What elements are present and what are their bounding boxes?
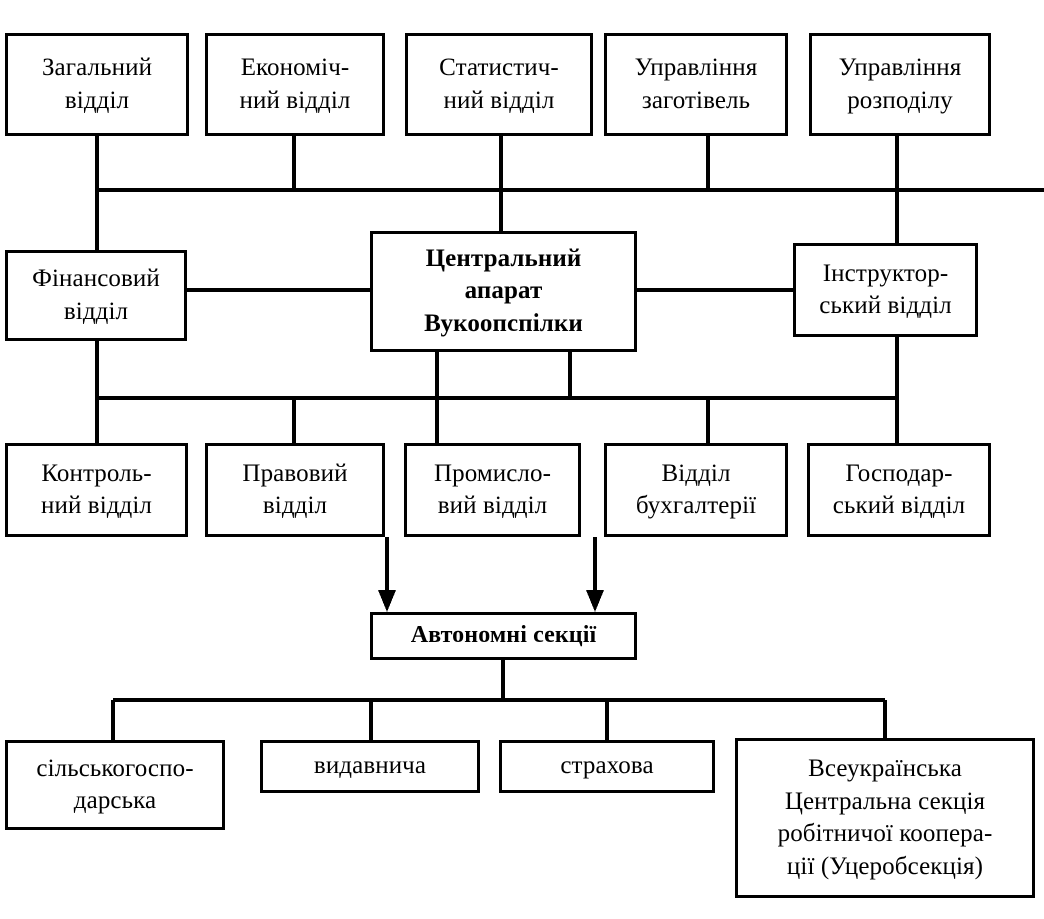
node-legal-dept[interactable]: Правовий відділ [205, 443, 385, 537]
node-distribution-dept-label: Управління розподілу [838, 54, 962, 114]
node-economic-dept-label: Економіч- ний відділ [239, 54, 351, 114]
node-finance-dept-label: Фінансовий відділ [32, 265, 160, 325]
node-statistical-dept-label: Статистич- ний відділ [439, 54, 559, 114]
node-autonomous-sections[interactable]: Автономні секції [370, 612, 637, 660]
node-distribution-dept[interactable]: Управління розподілу [809, 33, 991, 136]
node-section-insurance-label: страхова [560, 752, 654, 780]
node-finance-dept[interactable]: Фінансовий відділ [5, 250, 187, 341]
node-section-publishing-label: видавнича [313, 752, 427, 780]
node-industrial-dept[interactable]: Промисло- вий відділ [404, 443, 581, 537]
node-economy-dept-label: Господар- ський відділ [832, 459, 966, 520]
node-control-dept[interactable]: Контроль- ний відділ [5, 443, 188, 537]
node-general-dept-label: Загальний відділ [41, 54, 153, 114]
node-central-apparatus-label: Центральний апарат Вукоопспілки [424, 244, 583, 337]
arrowhead-left [378, 590, 396, 612]
node-procurement-dept-label: Управління заготівель [634, 54, 758, 114]
node-economy-dept[interactable]: Господар- ський відділ [807, 443, 991, 537]
node-section-publishing[interactable]: видавнича [260, 740, 480, 793]
node-accounting-dept-label: Відділ бухгалтерії [635, 459, 757, 520]
node-section-agricultural-label: сільськогоспо- дарська [36, 754, 194, 815]
node-accounting-dept[interactable]: Відділ бухгалтерії [604, 443, 788, 537]
node-autonomous-sections-label: Автономні секції [410, 622, 597, 649]
node-section-insurance[interactable]: страхова [499, 740, 715, 793]
node-central-apparatus[interactable]: Центральний апарат Вукоопспілки [370, 231, 637, 352]
node-statistical-dept[interactable]: Статистич- ний відділ [405, 33, 593, 136]
node-industrial-dept-label: Промисло- вий відділ [433, 459, 552, 520]
node-general-dept[interactable]: Загальний відділ [5, 33, 189, 136]
node-section-workers-coop-label: Всеукраїнська Центральна секція робітнич… [777, 755, 993, 880]
node-economic-dept[interactable]: Економіч- ний відділ [205, 33, 385, 136]
node-section-workers-coop[interactable]: Всеукраїнська Центральна секція робітнич… [735, 738, 1035, 898]
arrowhead-right [586, 590, 604, 612]
node-section-agricultural[interactable]: сільськогоспо- дарська [5, 740, 225, 830]
node-instructor-dept[interactable]: Інструктор- ський відділ [793, 243, 978, 337]
node-control-dept-label: Контроль- ний відділ [41, 459, 152, 520]
node-instructor-dept-label: Інструктор- ський відділ [819, 259, 952, 320]
node-legal-dept-label: Правовий відділ [242, 459, 348, 520]
node-procurement-dept[interactable]: Управління заготівель [604, 33, 788, 136]
